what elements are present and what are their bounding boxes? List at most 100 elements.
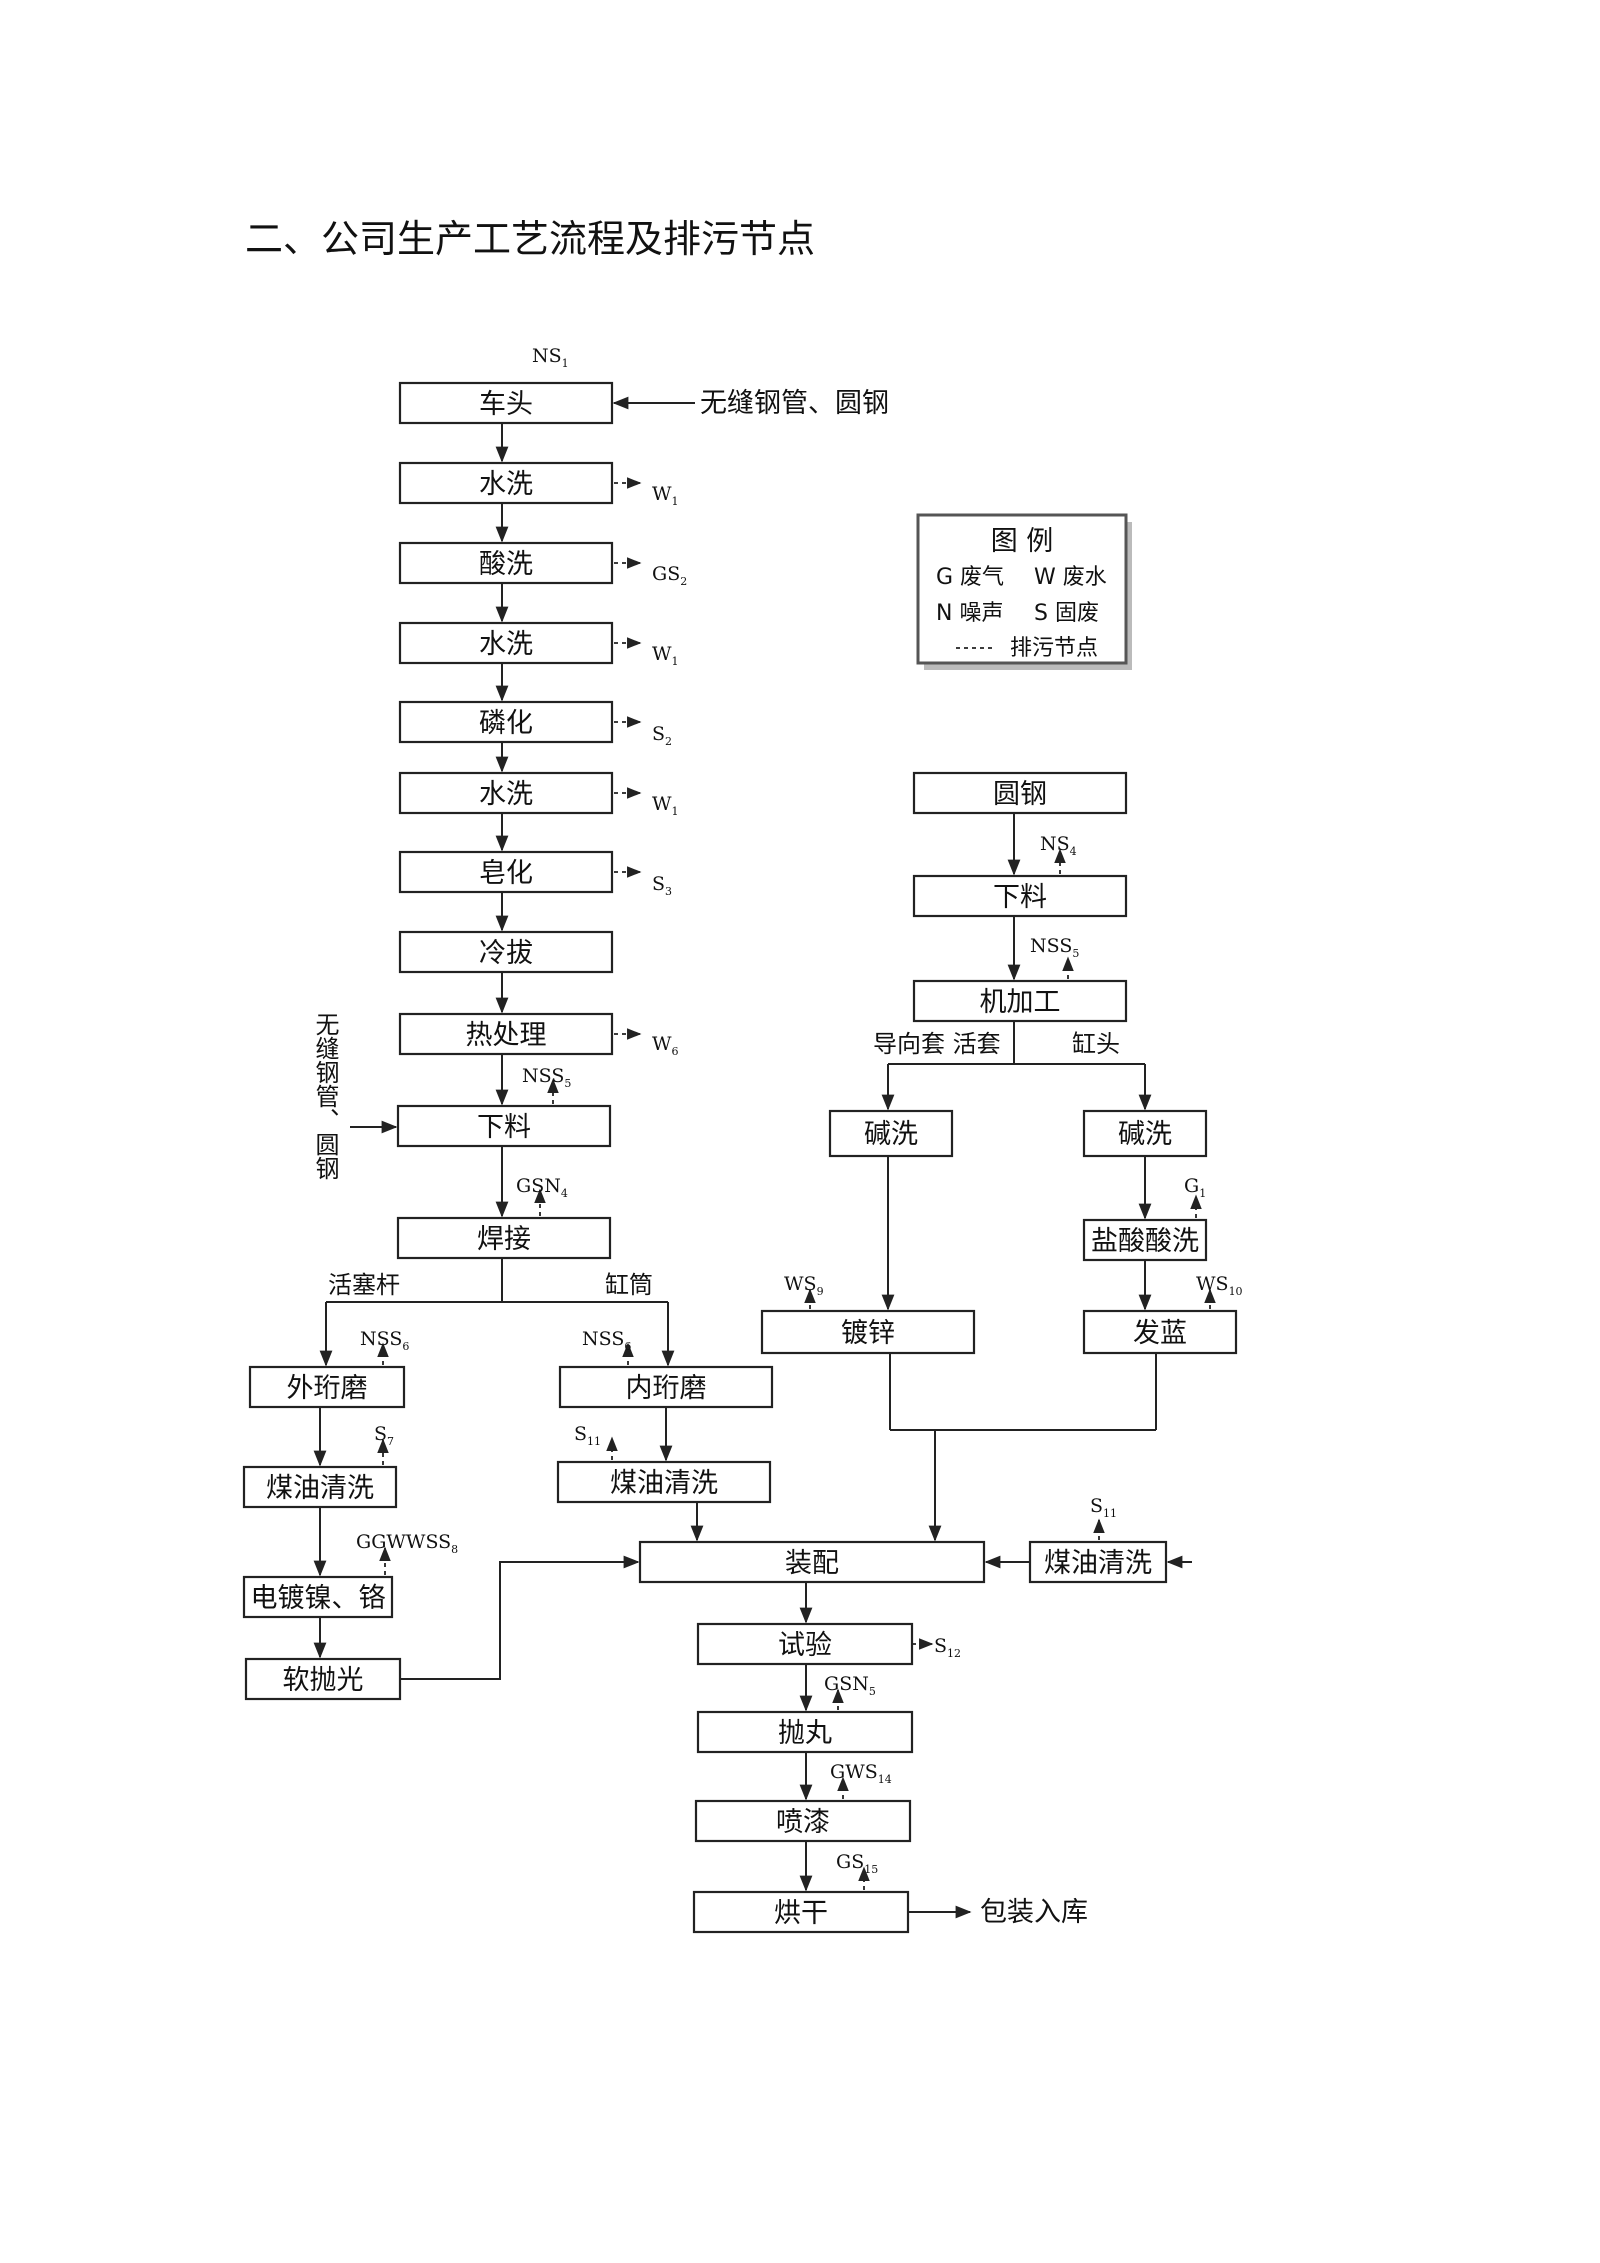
emission-yansuan: G1 bbox=[1184, 1175, 1206, 1200]
legend: 图 例 G 废气 W 废水 N 噪声 S 固废 排污节点 bbox=[916, 513, 1132, 670]
box-diandu bbox=[242, 1575, 394, 1619]
box-neiheng bbox=[558, 1365, 774, 1409]
emission-neiheng: NSS6 bbox=[582, 1328, 631, 1353]
emission-rechuli: W6 bbox=[652, 1033, 679, 1058]
box-meiyou1 bbox=[242, 1465, 398, 1509]
emission-diandu: GGWWSS8 bbox=[356, 1531, 458, 1556]
label-duxin: 镀锌 bbox=[841, 1318, 895, 1349]
label-jianxi1: 碱洗 bbox=[864, 1119, 918, 1150]
box-ruanpao bbox=[244, 1657, 402, 1701]
legend-g: G 废气 bbox=[936, 565, 1004, 590]
box-penqi bbox=[694, 1799, 912, 1843]
emission-chetou: NS1 bbox=[532, 345, 569, 370]
label-jianxi2: 碱洗 bbox=[1118, 1119, 1172, 1150]
emission-honggan: GS15 bbox=[836, 1851, 878, 1876]
output-label: 包装入库 bbox=[980, 1897, 1088, 1928]
label-rechuli: 热处理 bbox=[466, 1020, 547, 1051]
label-xialiao2: 下料 bbox=[993, 882, 1047, 913]
main-emission-arrows bbox=[534, 477, 642, 1216]
main-column-arrows bbox=[350, 396, 695, 1218]
label-shuixi3: 水洗 bbox=[479, 779, 533, 810]
box-yuangang bbox=[912, 771, 1128, 815]
emission-duxin: WS9 bbox=[784, 1273, 824, 1298]
label-neiheng: 内珩磨 bbox=[626, 1373, 707, 1404]
emission-meiyou2: S11 bbox=[574, 1423, 601, 1448]
box-shuixi2 bbox=[398, 621, 614, 665]
label-meiyou2: 煤油清洗 bbox=[610, 1468, 718, 1499]
label-honggan: 烘干 bbox=[774, 1898, 828, 1929]
box-chetou bbox=[398, 381, 614, 425]
label-waiheng: 外珩磨 bbox=[287, 1373, 368, 1404]
box-yansuan bbox=[1082, 1218, 1208, 1262]
label-yuangang: 圆钢 bbox=[993, 779, 1047, 810]
page-heading: 二、公司生产工艺流程及排污节点 bbox=[245, 217, 816, 261]
emission-jijiagong: NSS5 bbox=[1030, 935, 1079, 960]
emission-shuixi2: W1 bbox=[652, 643, 679, 668]
emission-zaohua: S3 bbox=[652, 873, 672, 898]
box-meiyou3 bbox=[1028, 1540, 1168, 1584]
box-shuixi3 bbox=[398, 771, 614, 815]
branch-label-daoxiangtao: 导向套 活套 bbox=[873, 1030, 1001, 1058]
box-xialiao1 bbox=[396, 1104, 612, 1148]
label-paowan: 抛丸 bbox=[778, 1718, 832, 1749]
box-hanjie bbox=[396, 1216, 612, 1260]
branch-label-gangtou: 缸头 bbox=[1072, 1030, 1120, 1058]
label-shiyan: 试验 bbox=[778, 1630, 832, 1661]
box-xialiao2 bbox=[912, 874, 1128, 918]
branch-label-gangtong: 缸筒 bbox=[605, 1271, 653, 1299]
label-penqi: 喷漆 bbox=[776, 1807, 830, 1838]
box-jianxi1 bbox=[828, 1109, 954, 1158]
legend-title: 图 例 bbox=[991, 526, 1054, 557]
emission-xialiao1: NSS5 bbox=[522, 1065, 571, 1090]
label-zaohua: 皂化 bbox=[479, 858, 533, 889]
box-suanxi bbox=[398, 541, 614, 585]
label-xialiao1: 下料 bbox=[477, 1112, 531, 1143]
box-jianxi2 bbox=[1082, 1109, 1208, 1158]
label-hanjie: 焊接 bbox=[477, 1224, 531, 1255]
emission-shuixi1: W1 bbox=[652, 483, 679, 508]
box-falan bbox=[1082, 1309, 1238, 1355]
input-top-label: 无缝钢管、圆钢 bbox=[700, 388, 889, 419]
main-column: 车头 水洗 酸洗 水洗 磷化 水洗 皂化 冷拔 热处理 下料 焊接 bbox=[396, 381, 614, 1260]
emission-shiyan: S12 bbox=[934, 1635, 961, 1660]
input-left-label: 无缝钢管、圆钢 bbox=[311, 1012, 339, 1180]
box-zhuangpei bbox=[638, 1540, 986, 1584]
box-rechuli bbox=[398, 1012, 614, 1056]
box-meiyou2 bbox=[556, 1460, 772, 1504]
emission-penqi: GWS14 bbox=[830, 1761, 892, 1786]
label-suanxi: 酸洗 bbox=[479, 549, 533, 580]
label-shuixi1: 水洗 bbox=[479, 469, 533, 500]
emission-meiyou1: S7 bbox=[374, 1423, 394, 1448]
left-branch: 外珩磨 煤油清洗 电镀镍、铬 软抛光 bbox=[242, 1342, 640, 1701]
label-diandu: 电镀镍、铬 bbox=[251, 1583, 386, 1614]
label-ruanpao: 软抛光 bbox=[283, 1665, 364, 1696]
emission-paowan: GSN5 bbox=[824, 1673, 876, 1698]
emission-waiheng: NSS6 bbox=[360, 1328, 409, 1353]
legend-n: N 噪声 bbox=[936, 601, 1003, 626]
label-meiyou3: 煤油清洗 bbox=[1044, 1548, 1152, 1579]
box-jijiagong bbox=[912, 979, 1128, 1023]
box-waiheng bbox=[248, 1365, 406, 1409]
label-shuixi2: 水洗 bbox=[479, 629, 533, 660]
label-chetou: 车头 bbox=[479, 389, 533, 420]
box-lengba bbox=[398, 930, 614, 974]
box-shuixi1 bbox=[398, 461, 614, 505]
label-falan: 发蓝 bbox=[1133, 1318, 1187, 1349]
emission-xialiao2: NS4 bbox=[1040, 833, 1077, 858]
label-jijiagong: 机加工 bbox=[980, 987, 1061, 1018]
emission-shuixi3: W1 bbox=[652, 793, 679, 818]
box-linhua bbox=[398, 700, 614, 744]
box-zaohua bbox=[398, 850, 614, 894]
emission-meiyou3: S11 bbox=[1090, 1495, 1117, 1520]
legend-w: W 废水 bbox=[1034, 565, 1107, 590]
box-duxin bbox=[760, 1309, 976, 1355]
legend-node: 排污节点 bbox=[1010, 636, 1098, 661]
label-zhuangpei: 装配 bbox=[785, 1548, 839, 1579]
middle-branch: 内珩磨 煤油清洗 bbox=[556, 1342, 774, 1542]
assembly-column: 装配 煤油清洗 试验 抛丸 喷漆 烘干 bbox=[638, 1518, 1192, 1934]
emission-hanjie: GSN4 bbox=[516, 1175, 568, 1200]
label-meiyou1: 煤油清洗 bbox=[266, 1473, 374, 1504]
right-column: 圆钢 下料 机加工 碱洗 碱洗 盐酸酸洗 镀锌 发蓝 bbox=[760, 771, 1238, 1542]
